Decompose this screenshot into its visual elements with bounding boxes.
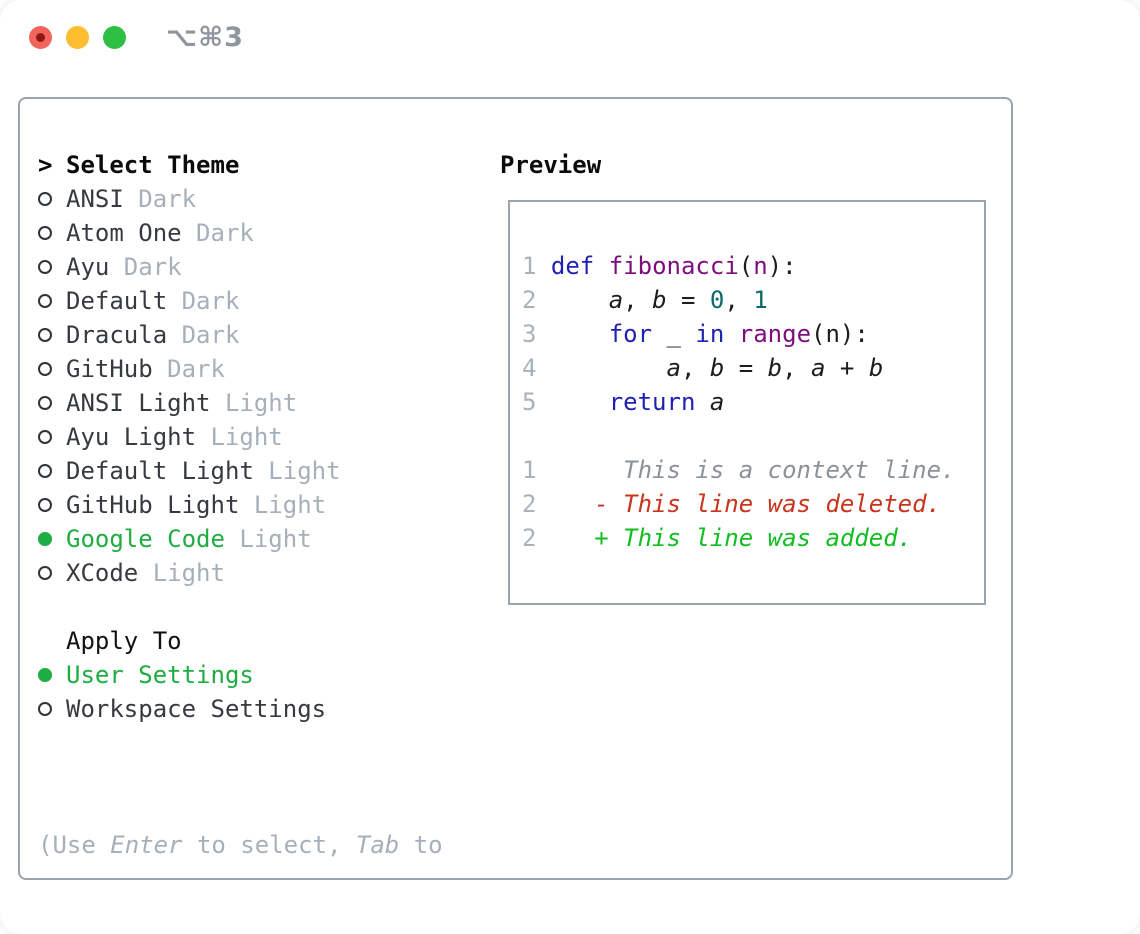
tab-key-hint: Tab [355,831,400,859]
radio-icon [38,226,52,240]
line-number [522,422,536,450]
radio-selected-icon [38,668,52,682]
theme-option-ayu[interactable]: Ayu Dark [38,250,443,284]
code-block: 1 def fibonacci(n): 2 a, b = 0, 1 3 for _ … [510,202,984,555]
apply-option-workspace-settings[interactable]: Workspace Settings [38,692,443,726]
line-number: 5 [522,388,537,416]
theme-variant: Dark [167,321,240,349]
apply-option-user-settings[interactable]: User Settings [38,658,443,692]
apply-option-label: Workspace Settings [66,695,327,723]
apply-option-label: User Settings [66,661,254,689]
theme-option-github[interactable]: GitHub Dark [38,352,443,386]
radio-icon [38,294,52,308]
apply-to-title: Apply To [66,627,182,655]
line-number: 2 [522,490,537,518]
code-line: 3 for _ in range(n): [522,320,869,348]
zoom-button[interactable] [103,26,126,49]
radio-selected-icon [38,532,52,546]
code-line: 2 a, b = 0, 1 [522,286,768,314]
enter-key-hint: Enter [110,831,183,859]
theme-variant: Light [253,457,341,485]
select-theme-title: Select Theme [66,151,240,179]
theme-variant: Light [210,389,298,417]
close-button[interactable] [29,26,52,49]
theme-name: Ayu Light [66,423,197,451]
theme-variant: Light [239,491,327,519]
code-line: 5 return a [522,388,725,416]
line-number: 4 [522,354,537,382]
radio-icon [38,396,52,410]
theme-option-ayu-light[interactable]: Ayu Light Light [38,420,443,454]
radio-icon [38,702,52,716]
radio-icon [38,328,52,342]
radio-icon [38,430,52,444]
theme-option-default-light[interactable]: Default Light Light [38,454,443,488]
code-line: 1 def fibonacci(n): [522,252,797,280]
theme-option-google-code[interactable]: Google Code Light [38,522,443,556]
apply-to-header: Apply To [38,624,443,658]
radio-icon [38,362,52,376]
line-number: 1 [522,456,537,484]
theme-name: Dracula [66,321,168,349]
theme-name: Default Light [66,457,254,485]
theme-variant: Dark [109,253,182,281]
theme-variant: Light [196,423,283,451]
theme-option-xcode[interactable]: XCode Light [38,556,443,590]
theme-option-default[interactable]: Default Dark [38,284,443,318]
radio-icon [38,464,52,478]
line-number: 2 [522,286,537,314]
radio-icon [38,260,52,274]
theme-name: GitHub [66,355,153,383]
minimize-button[interactable] [66,26,89,49]
theme-name: Default [66,287,168,315]
code-line: 4 a, b = b, a + b [522,354,884,382]
theme-name: ANSI [66,185,124,213]
theme-variant: Dark [167,287,240,315]
theme-name: ANSI Light [66,389,211,417]
line-number: 2 [522,524,537,552]
theme-option-github-light[interactable]: GitHub Light Light [38,488,443,522]
theme-variant: Light [224,525,312,553]
help-line-1: (Use Enter to select, Tab to [38,831,443,859]
theme-option-ansi-light[interactable]: ANSI Light Light [38,386,443,420]
theme-variant: Dark [181,219,254,247]
radio-icon [38,498,52,512]
theme-name: Ayu [66,253,110,281]
theme-name: GitHub Light [66,491,240,519]
spacer [38,590,443,624]
theme-name: XCode [66,559,139,587]
titlebar: ⌥⌘3 [0,0,1140,75]
theme-name: Atom One [66,219,182,247]
spacer [38,726,443,760]
line-number: 3 [522,320,537,348]
theme-name: Google Code [66,525,225,553]
line-number: 1 [522,252,537,280]
preview-header: Preview [500,151,602,179]
close-dot-icon [36,33,45,42]
help-text: (Use Enter to select, Tab to change focu… [38,760,443,934]
code-line: 2 - This line was deleted. [522,490,942,518]
code-line: 1 This is a context line. [522,456,956,484]
cursor-icon: > [38,151,53,179]
preview-pane: 1 def fibonacci(n): 2 a, b = 0, 1 3 for _ … [508,200,986,605]
window-title: ⌥⌘3 [166,22,244,53]
radio-icon [38,566,52,580]
theme-option-dracula[interactable]: Dracula Dark [38,318,443,352]
theme-variant: Dark [123,185,197,213]
theme-option-ansi[interactable]: ANSI Dark [38,182,443,216]
select-theme-header: > Select Theme [38,148,443,182]
radio-icon [38,192,52,206]
help-line-2: change focus) [38,930,443,934]
theme-variant: Light [138,559,225,587]
theme-option-atom-one[interactable]: Atom One Dark [38,216,443,250]
code-line [522,419,984,453]
theme-variant: Dark [152,355,225,383]
code-line: 2 + This line was added. [522,524,913,552]
